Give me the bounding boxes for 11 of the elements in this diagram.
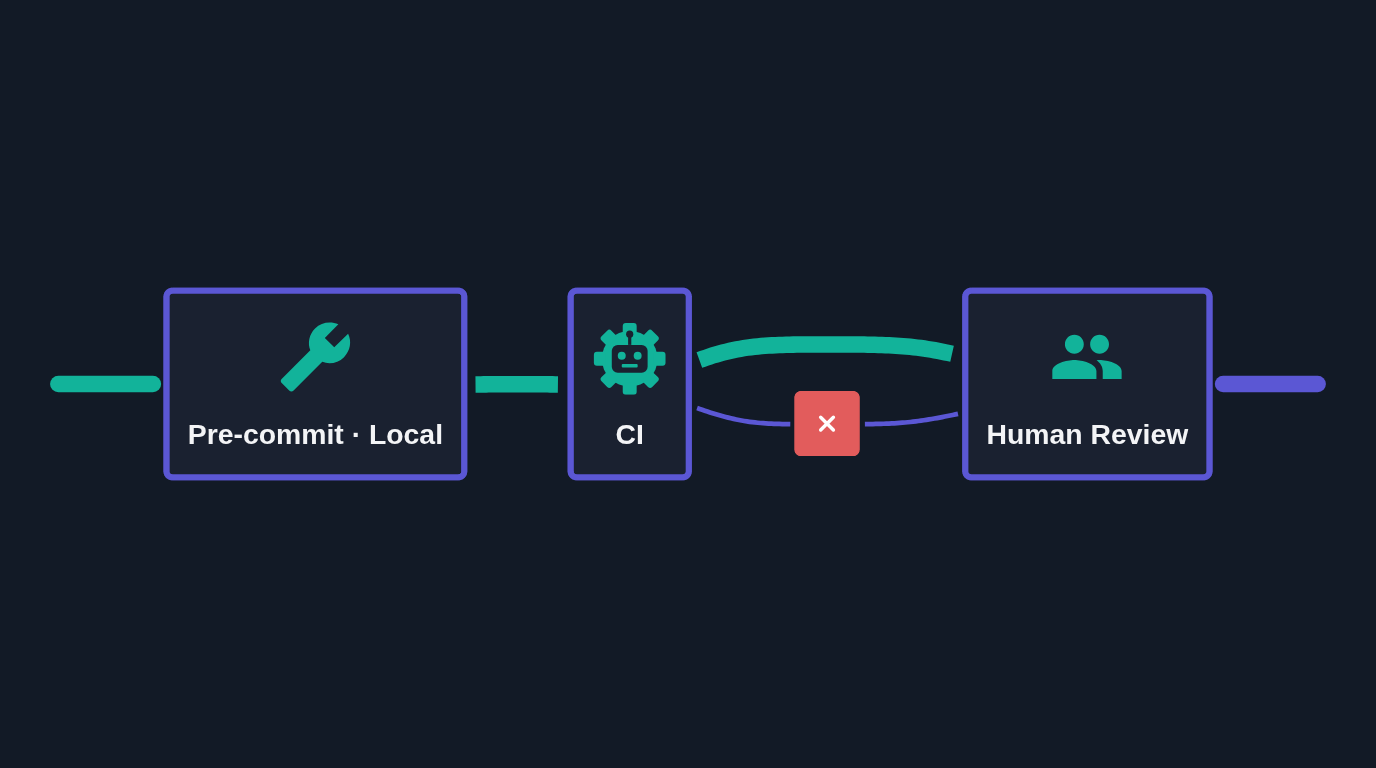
cross-icon — [794, 391, 860, 457]
connector-line — [696, 405, 791, 427]
pipe-segment — [1214, 375, 1326, 393]
stage-box — [567, 287, 692, 481]
pipe-segment — [694, 336, 957, 368]
stage-label: CI — [615, 417, 644, 453]
stage-box — [163, 287, 468, 481]
stage-label: Pre-commit · Local — [187, 417, 443, 453]
stage-label: Human Review — [986, 417, 1189, 453]
stage-box — [962, 287, 1213, 481]
connector-line — [864, 411, 959, 427]
